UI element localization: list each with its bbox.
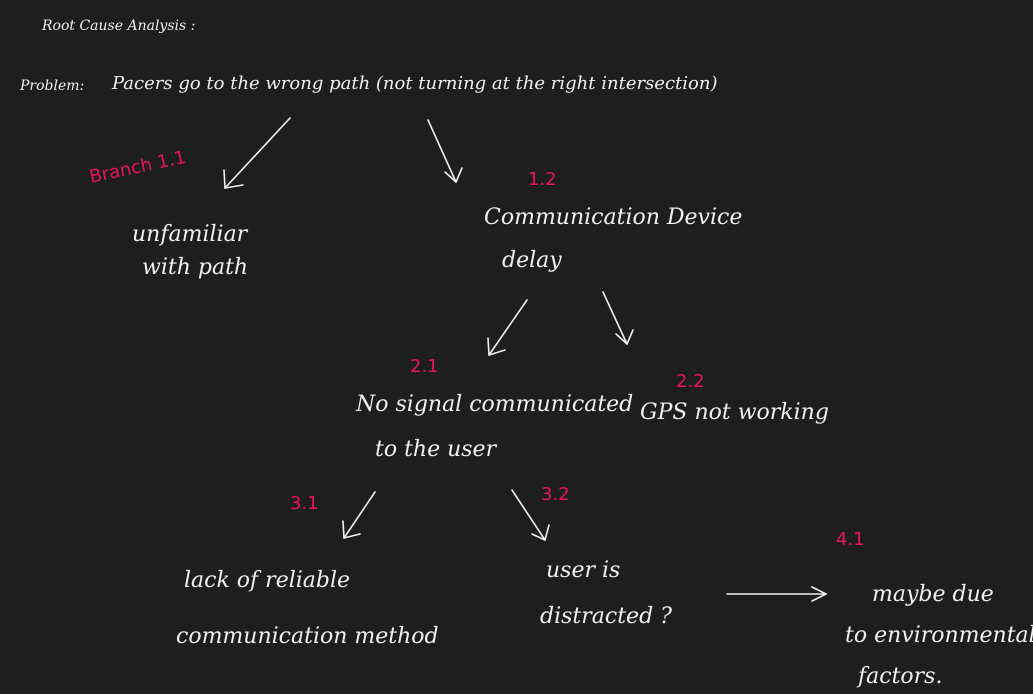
node-1-1-line-2: with path <box>142 255 249 280</box>
node-2-2-line-1: GPS not working <box>640 400 829 425</box>
arrow-problem-to-1-1 <box>223 117 291 189</box>
arrow-1-2-to-2-2 <box>602 291 634 345</box>
node-3-2-line-1: user is <box>546 558 621 583</box>
node-3-1-line-1: lack of reliable <box>184 568 351 593</box>
node-3-1-label: 3.1 <box>290 493 319 514</box>
arrow-2-1-to-3-2 <box>511 489 550 541</box>
node-1-1-line-1: unfamiliar <box>132 222 248 247</box>
node-4-1-label: 4.1 <box>836 529 865 550</box>
node-2-1-line-2: to the user <box>375 437 497 462</box>
arrow-3-2-to-4-1 <box>726 586 827 602</box>
node-2-1-line-1: No signal communicated <box>356 392 634 417</box>
node-3-1-line-2: communication method <box>176 624 439 649</box>
node-2-1-label: 2.1 <box>410 356 439 377</box>
problem-text: Pacers go to the wrong path (not turning… <box>112 73 718 94</box>
problem-label: Problem: <box>20 78 85 94</box>
node-3-2-line-2: distracted ? <box>540 604 672 629</box>
arrow-2-1-to-3-1 <box>342 491 376 539</box>
node-1-2-label: 1.2 <box>528 169 557 190</box>
node-2-2-label: 2.2 <box>676 371 705 392</box>
node-1-2-line-1: Communication Device <box>484 205 743 230</box>
arrow-problem-to-1-2 <box>427 119 463 183</box>
arrow-1-2-to-2-1 <box>487 299 528 356</box>
node-1-2-line-2: delay <box>502 248 562 273</box>
node-4-1-line-1: maybe due <box>872 582 994 607</box>
node-4-1-line-3: factors. <box>858 664 943 689</box>
node-3-2-label: 3.2 <box>541 484 570 505</box>
node-4-1-line-2: to environmental <box>845 623 1033 648</box>
page-title: Root Cause Analysis : <box>42 18 196 34</box>
